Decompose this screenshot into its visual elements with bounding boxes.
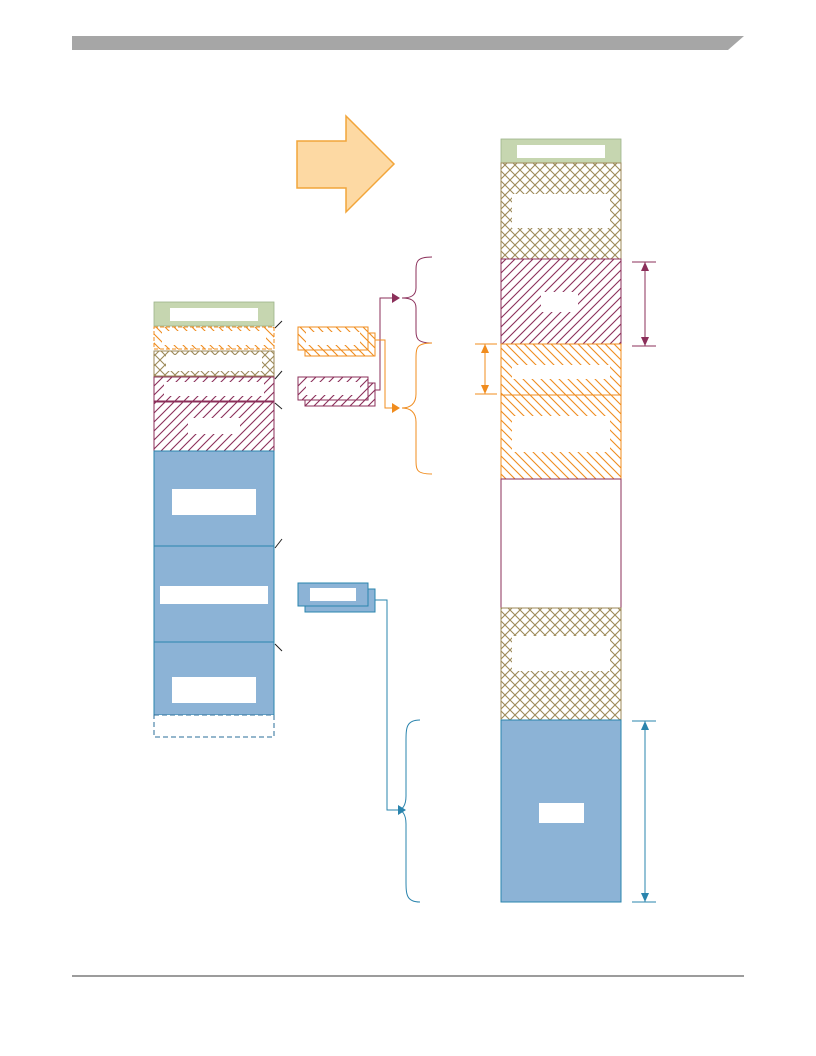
blue-dimension-arrowhead-bottom	[641, 893, 649, 902]
blue-connector	[375, 599, 398, 811]
left-tick-marks	[274, 320, 283, 652]
purple-connector-arrowhead	[392, 293, 400, 303]
right-column	[500, 138, 622, 903]
header-bar	[72, 36, 744, 50]
blue-dimension-arrowhead-top	[641, 721, 649, 730]
orange-stack	[297, 326, 376, 357]
dimension-arrows	[475, 261, 656, 903]
orange-connector	[375, 339, 392, 409]
orange-brace	[401, 342, 433, 475]
orange-connector-arrowhead	[392, 403, 400, 413]
right-empty-block	[500, 478, 622, 609]
blue-brace	[397, 719, 421, 903]
blue-stack	[297, 582, 376, 613]
purple-connector	[375, 297, 392, 391]
purple-dimension-arrowhead-top	[641, 262, 649, 271]
transform-arrow	[296, 114, 396, 214]
left-dashed-block	[153, 714, 275, 738]
orange-dimension-arrowhead-bottom	[481, 385, 489, 394]
purple-brace	[401, 256, 433, 344]
orange-dimension-arrowhead-top	[481, 344, 489, 353]
left-column	[153, 301, 283, 738]
right-header-label-box	[517, 145, 605, 158]
purple-dimension-arrowhead-bottom	[641, 337, 649, 346]
left-header-label-box	[170, 308, 258, 321]
braces	[397, 256, 433, 903]
purple-stack	[297, 376, 376, 407]
blue-connector-arrowhead	[398, 805, 406, 815]
connectors	[375, 293, 406, 815]
